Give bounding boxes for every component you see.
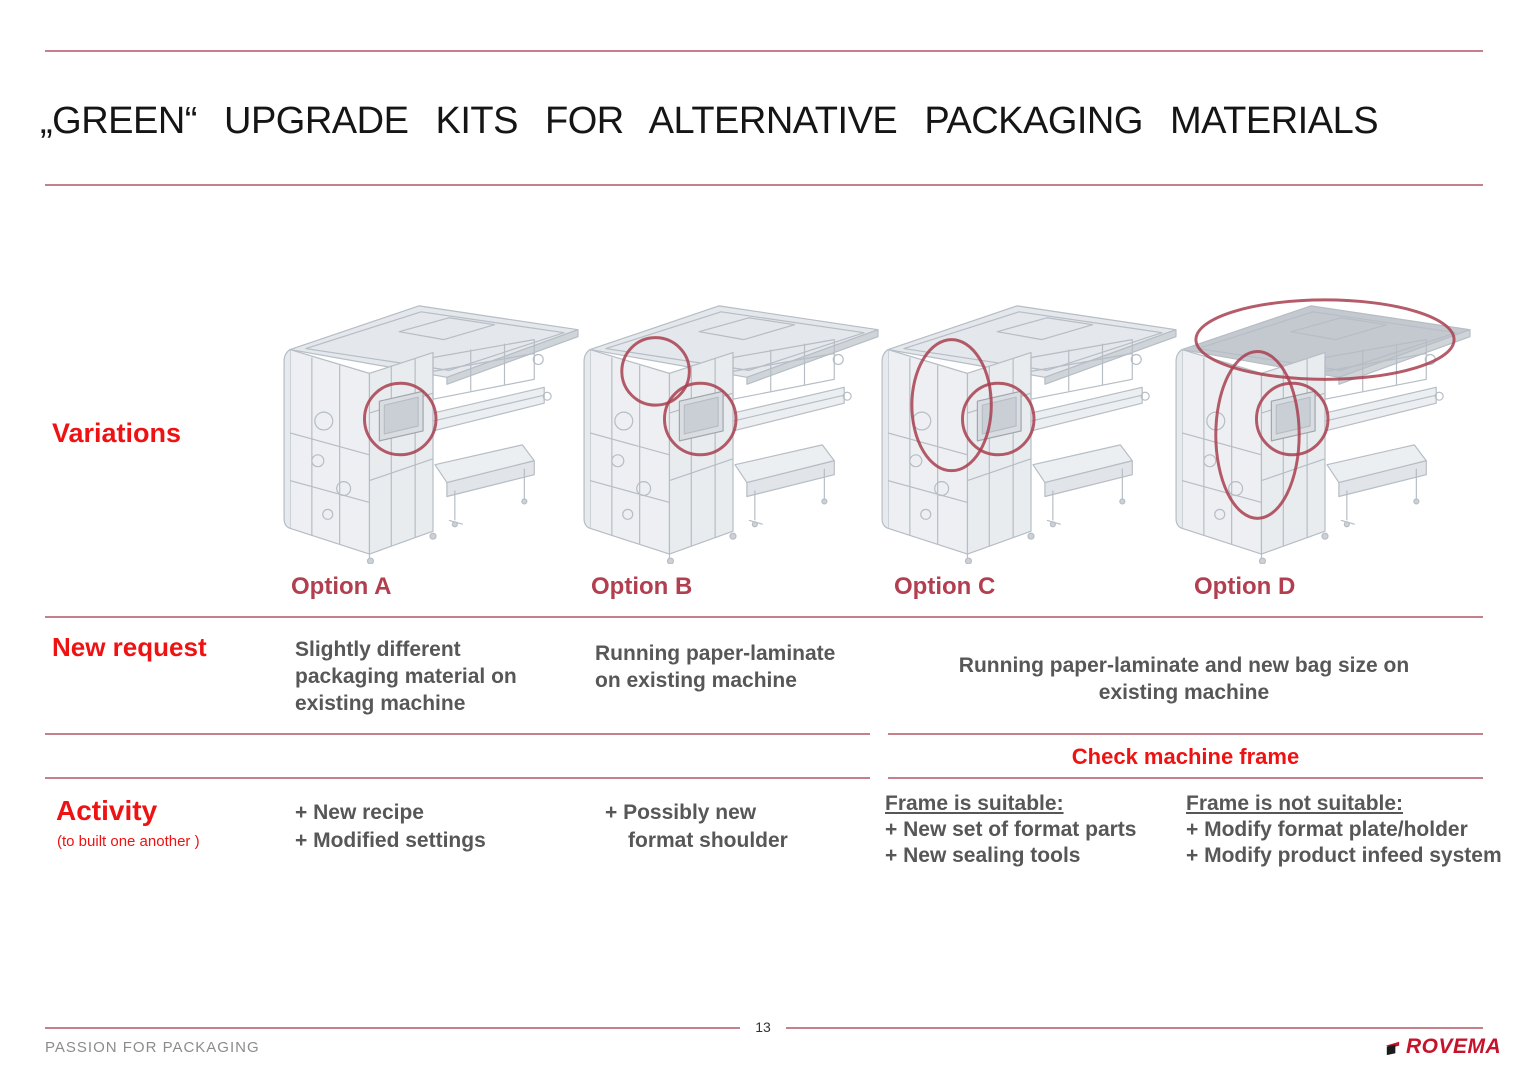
vffs-machine-icon — [1175, 298, 1471, 565]
brand-logo: ROVEMA — [1383, 1035, 1501, 1059]
highlight-control-panel-circle — [961, 381, 1036, 457]
divider-top — [45, 50, 1483, 52]
activity-option-a: + New recipe + Modified settings — [295, 799, 486, 855]
frame-heading: Frame is suitable: — [885, 792, 1064, 815]
text-line: + Modify product infeed system — [1186, 844, 1502, 867]
text-line: + Possibly new — [605, 801, 757, 824]
text-line: Running paper-laminate — [595, 642, 836, 665]
check-machine-frame-note: Check machine frame — [1071, 744, 1300, 769]
text-line: existing machine — [1098, 681, 1270, 704]
new-request-row-label: New request — [52, 632, 207, 662]
divider-under-title — [45, 184, 1483, 186]
machine-illustration-b — [583, 286, 883, 565]
text-line: existing machine — [295, 692, 466, 715]
divider-right-lower — [888, 777, 1483, 779]
machine-illustration-d — [1175, 286, 1475, 565]
footer-tagline: PASSION FOR PACKAGING — [45, 1039, 260, 1056]
text-line: format shoulder — [628, 829, 788, 852]
divider-left-lower — [45, 777, 870, 779]
text-line: on existing machine — [595, 669, 797, 692]
highlight-canopy-circle — [1194, 298, 1456, 381]
vffs-machine-icon — [881, 305, 1177, 565]
option-label-a: Option A — [291, 573, 392, 600]
option-label-c: Option C — [894, 573, 996, 600]
text-line: packaging material on — [295, 665, 517, 688]
text-line: + Modified settings — [295, 829, 486, 852]
vffs-machine-icon — [583, 305, 879, 565]
frame-heading: Frame is not suitable: — [1186, 792, 1404, 815]
option-label-b: Option B — [591, 573, 693, 600]
activity-row-label: Activity — [56, 795, 158, 826]
text-line: + New set of format parts — [885, 818, 1137, 841]
highlight-film-column-circle — [910, 338, 993, 473]
machine-illustration-c — [881, 286, 1181, 565]
rovema-logo-icon — [1385, 1041, 1400, 1055]
highlight-film-area-circle — [620, 336, 691, 407]
highlight-control-panel-circle — [1255, 381, 1330, 457]
activity-frame-suitable: Frame is suitable: + New set of format pa… — [885, 791, 1136, 869]
text-line: Running paper-laminate and new bag size … — [958, 654, 1410, 677]
footer-divider-right — [786, 1027, 1483, 1029]
brand-wordmark: ROVEMA — [1406, 1035, 1502, 1058]
text-line: Slightly different — [295, 638, 461, 661]
text-line: + New recipe — [295, 801, 424, 824]
page-number: 13 — [740, 1019, 786, 1035]
text-line: + New sealing tools — [885, 844, 1081, 867]
vffs-machine-icon — [283, 305, 579, 565]
activity-frame-not-suitable: Frame is not suitable: + Modify format pl… — [1186, 791, 1502, 869]
new-request-option-cd: Running paper-laminate and new bag size … — [885, 652, 1483, 706]
activity-option-b: + Possibly new format shoulder — [605, 799, 788, 855]
new-request-option-b: Running paper-laminate on existing machin… — [595, 640, 835, 694]
footer-divider-left — [45, 1027, 745, 1029]
new-request-option-a: Slightly different packaging material on e… — [295, 636, 517, 717]
highlight-control-panel-circle — [663, 381, 738, 457]
slide-title: „GREEN“ UPGRADE KITS FOR ALTERNATIVE PAC… — [40, 100, 1379, 142]
machine-illustration-a — [283, 286, 583, 565]
activity-row-note: (to built one another ) — [57, 833, 200, 850]
highlight-left-column-circle — [1214, 350, 1301, 520]
divider-right-upper — [888, 733, 1483, 735]
option-label-d: Option D — [1194, 573, 1296, 600]
divider-under-options — [45, 616, 1483, 618]
divider-left-upper — [45, 733, 870, 735]
highlight-control-panel-circle — [363, 381, 438, 457]
text-line: + Modify format plate/holder — [1186, 818, 1468, 841]
variations-row-label: Variations — [52, 418, 182, 448]
